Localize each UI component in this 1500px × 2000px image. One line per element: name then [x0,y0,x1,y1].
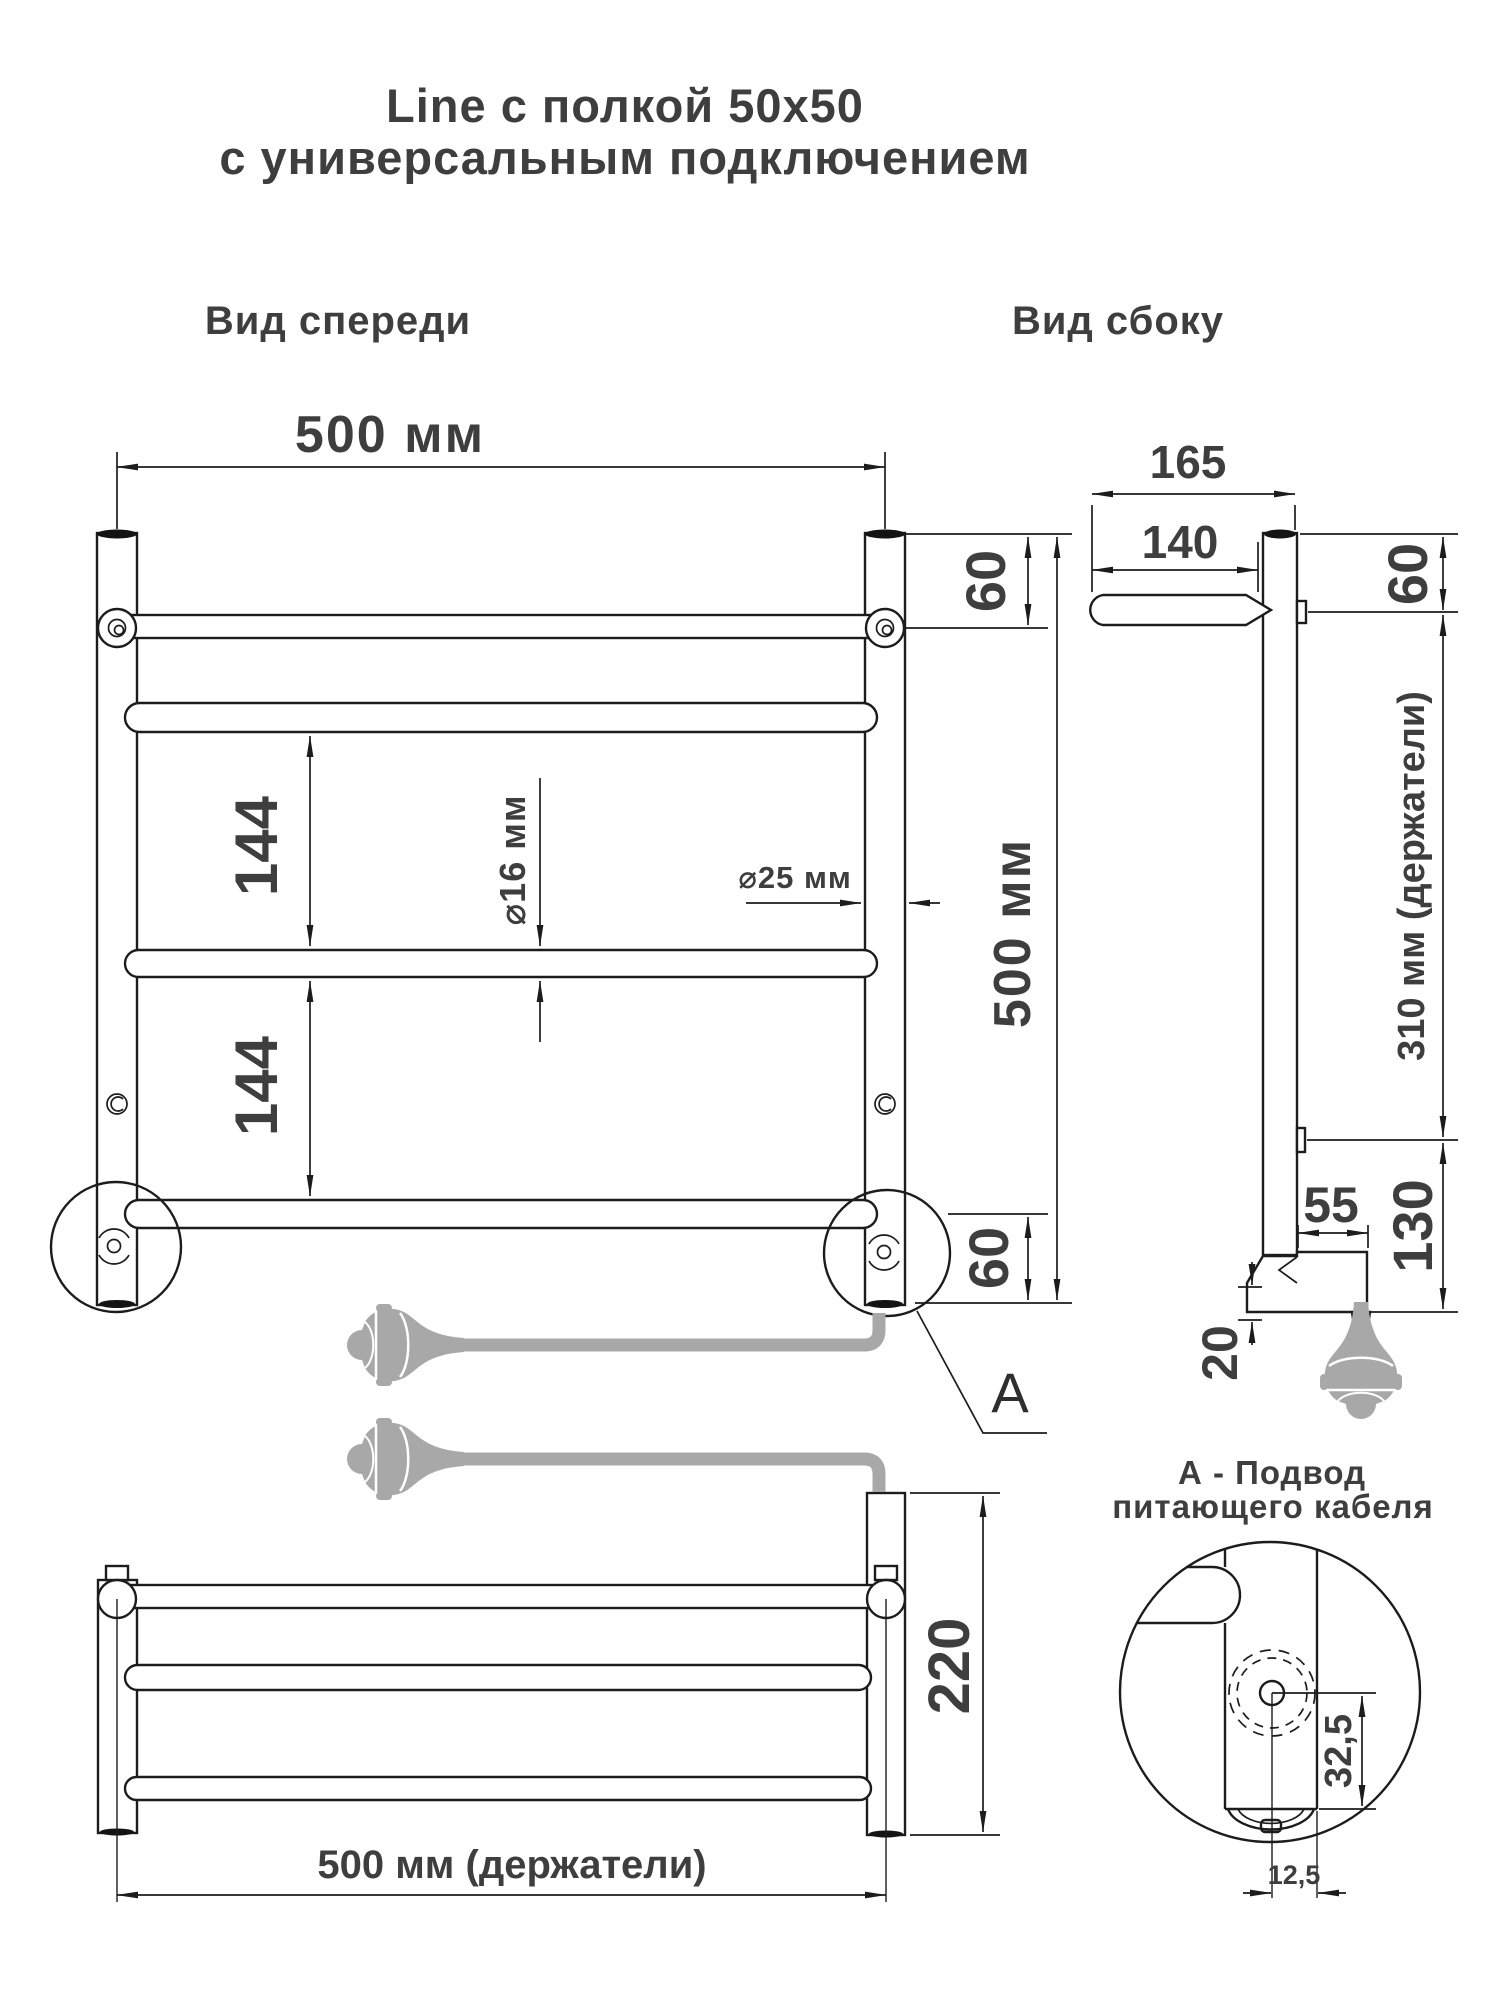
detail-a-leader [916,1310,1047,1434]
detail-cap-stub [1259,1818,1283,1834]
detail-caption-line2: питающего кабеля [1112,1488,1434,1525]
front-view-label: Вид спереди [205,299,471,343]
post-diameter-dim: ⌀25 мм [738,860,852,895]
center-to-edge-dim: 12,5 [1268,1860,1321,1890]
post-cap [97,529,137,539]
detail-caption-line1: А - Подвод [1178,1454,1366,1491]
side-post [1261,531,1299,1257]
front-width-dim: 500 мм [295,406,485,464]
side-view: 165 140 60 310 мм (держатели) 130 55 20 [1089,436,1458,1421]
outlet-offset-dim: 55 [1303,1177,1359,1233]
bottom-view: 220 500 мм (держатели) [96,1491,1000,1902]
front-dimensions: 500 мм 60 60 500 мм 144 144 ⌀16 мм ⌀25 м… [116,406,1072,1304]
detail-a-view: 32,5 12,5 [1118,1540,1422,1898]
bottom-shelf-rail-2 [123,1775,873,1802]
side-shelf-rail [1089,593,1274,627]
detail-circle [1118,1540,1422,1844]
detail-cap-dome-inner [1237,1808,1305,1825]
power-plug-1 [345,1302,466,1388]
cable-to-front-view [464,1313,886,1352]
side-depth-dim: 165 [1150,436,1227,488]
bottom-shelf-rail-1 [123,1663,873,1692]
middle-rung [123,948,879,979]
bottom-bracket-detail-right [822,1188,952,1318]
drawing-title-line2: с универсальным подключением [219,131,1030,184]
front-bottom-offset-dim: 60 [957,1227,1020,1289]
bracket-width-dim: 500 мм (держатели) [317,1843,706,1887]
detail-rung-end [1137,1565,1242,1625]
side-view-label: Вид сбоку [1012,299,1224,343]
cable-gland-dim: 20 [1192,1325,1248,1381]
front-view: 500 мм 60 60 500 мм 144 144 ⌀16 мм ⌀25 м… [49,406,1072,1434]
cable-to-bottom-view [464,1452,886,1492]
rung-gap-lower-dim: 144 [223,1035,290,1136]
hole-to-end-dim: 32,5 [1318,1714,1360,1788]
wall-bracket-top-right [864,607,906,649]
bottom-rear-rail [115,1583,888,1610]
power-cables [345,1302,886,1502]
side-bracket-top [1295,599,1308,625]
power-plug-2 [345,1416,466,1502]
post-screw-right [874,1093,896,1115]
post-cap [1264,529,1296,539]
front-left-post [95,531,139,1307]
bottom-bracket-detail-left [49,1180,183,1314]
side-dimensions: 165 140 60 310 мм (держатели) 130 55 20 [1091,436,1458,1381]
bottom-rung [123,1198,879,1230]
bottom-section-dim: 130 [1381,1179,1444,1272]
wall-bracket-top-left [96,607,138,649]
shelf-front-rail [123,701,879,734]
bottom-dimensions: 220 500 мм (держатели) [116,1492,1000,1899]
side-heating-unit [1245,1250,1372,1334]
side-top-offset-dim: 60 [1376,543,1439,605]
detail-a-marker: А [991,1361,1029,1424]
detail-cap-dome [1226,1808,1316,1831]
detail-dimensions: 32,5 12,5 [1243,1692,1376,1897]
front-height-dim: 500 мм [984,838,1042,1028]
rung-diameter-dim: ⌀16 мм [492,795,533,926]
front-top-offset-dim: 60 [954,550,1017,612]
post-cap [867,1300,903,1308]
side-power-plug [1318,1300,1404,1421]
front-right-post [863,531,907,1307]
post-cap [99,1300,135,1308]
bracket-span-dim: 310 мм (держатели) [1391,691,1433,1061]
shelf-top-rail [115,613,887,640]
side-bracket-bottom [1295,1126,1307,1154]
post-screw-left [106,1093,128,1115]
rung-gap-upper-dim: 144 [223,795,290,896]
drawing-title-line1: Line с полкой 50x50 [386,79,864,132]
shelf-depth-dim: 140 [1142,516,1219,568]
bottom-depth-dim: 220 [917,1618,982,1715]
post-cap [865,529,905,539]
